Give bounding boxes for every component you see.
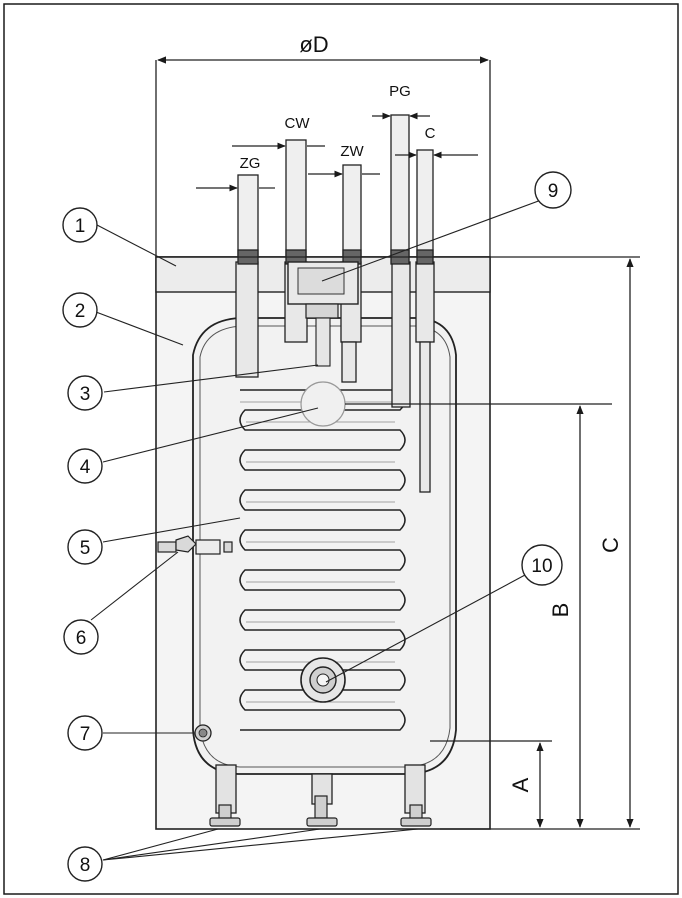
tank-body: [192, 317, 457, 827]
drain-valve: [194, 724, 212, 742]
sensor-sphere: [300, 381, 346, 427]
callout-9: [534, 171, 572, 209]
callout-5: [67, 529, 103, 565]
callout-3: [67, 375, 103, 411]
reference-lines: [156, 256, 640, 830]
callout-1-text: 1: [75, 216, 86, 237]
callout-10: [521, 544, 563, 586]
flange: [300, 657, 346, 703]
callouts: [62, 171, 572, 882]
pipe-dimensions: [196, 112, 478, 192]
dimension-diameter: øD: [157, 32, 489, 64]
callout-9-text: 9: [548, 181, 559, 202]
leader-lines: [90, 195, 553, 861]
adjustable-feet: [209, 795, 432, 827]
callout-1: [62, 207, 98, 243]
zw-label: ZW: [340, 143, 364, 160]
pg-label: PG: [389, 83, 411, 100]
callout-4-text: 4: [80, 457, 91, 478]
control-box: [287, 261, 359, 367]
callout-7: [67, 715, 103, 751]
cw-label: CW: [285, 115, 311, 132]
top-connections: [237, 114, 434, 265]
zg-label: ZG: [240, 155, 261, 172]
callout-8: [67, 846, 103, 882]
callout-8-text: 8: [80, 855, 91, 876]
callout-6: [63, 619, 99, 655]
callout-5-text: 5: [80, 538, 91, 559]
outer-frame: [3, 3, 679, 895]
diameter-label: øD: [299, 32, 328, 57]
c-pipe-label: C: [425, 125, 436, 142]
callout-6-text: 6: [76, 628, 87, 649]
side-nozzle: [157, 535, 233, 555]
callout-3-text: 3: [80, 384, 91, 405]
dim-c-label: C: [598, 537, 623, 553]
callout-2: [62, 292, 98, 328]
callout-10-text: 10: [531, 556, 552, 577]
callout-7-text: 7: [80, 724, 91, 745]
callout-2-text: 2: [75, 301, 86, 322]
callout-4: [67, 448, 103, 484]
dim-a-label: A: [508, 777, 533, 792]
height-dimensions: [536, 258, 634, 828]
dim-b-label: B: [548, 603, 573, 618]
